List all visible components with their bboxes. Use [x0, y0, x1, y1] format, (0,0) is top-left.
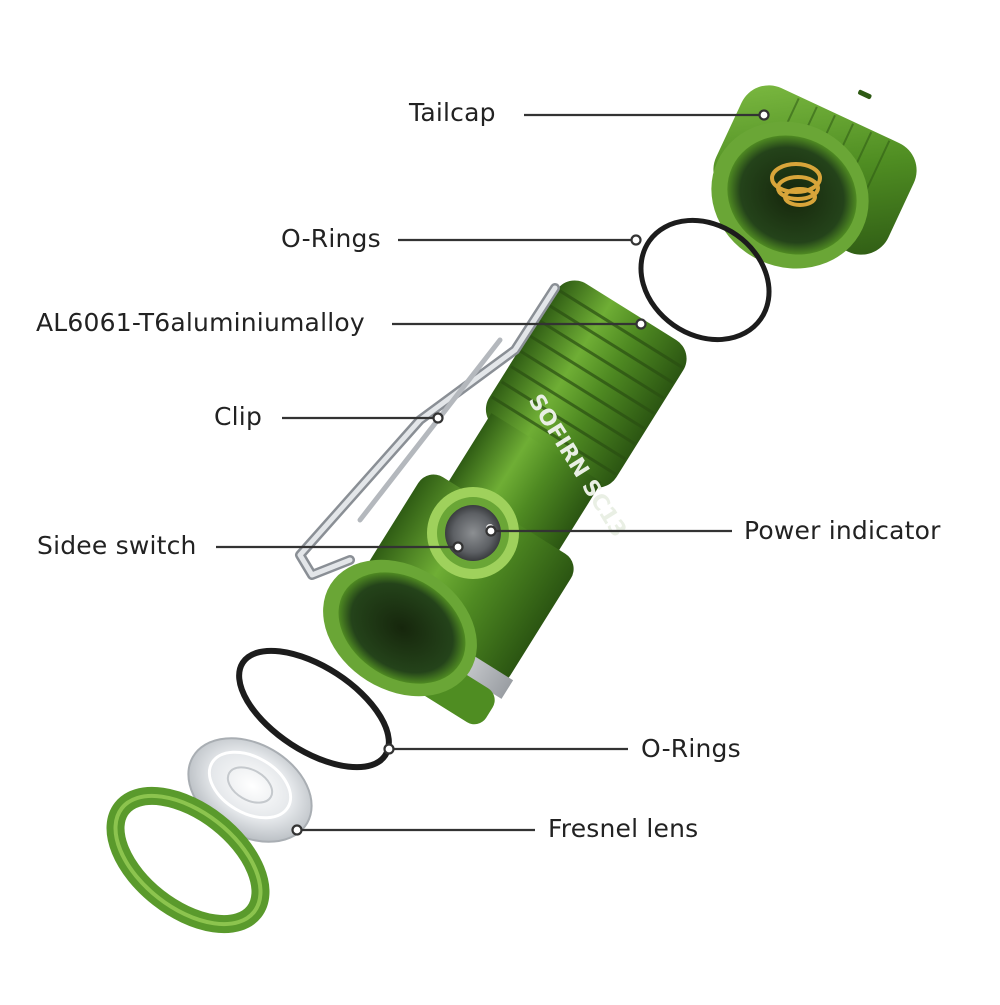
o-ring-top: [638, 217, 772, 343]
label-o-rings-bottom: O-Rings: [641, 734, 741, 763]
label-side-switch: Sidee switch: [37, 531, 197, 560]
o-ring-bottom: [236, 647, 392, 771]
flashlight-body: SOFIRN SC13: [323, 280, 687, 725]
leader-lines: [216, 109, 770, 836]
spring-icon: [770, 162, 822, 207]
label-alloy: AL6061-T6aluminiumalloy: [36, 308, 365, 337]
label-fresnel-lens: Fresnel lens: [548, 814, 699, 843]
side-switch-icon: [427, 487, 519, 579]
label-o-rings-top: O-Rings: [281, 224, 381, 253]
fresnel-lens-part: [187, 737, 313, 843]
label-clip: Clip: [214, 402, 263, 431]
label-tailcap: Tailcap: [409, 98, 496, 127]
label-power-indicator: Power indicator: [744, 516, 941, 545]
tailcap-part: [711, 85, 917, 269]
clip-part: [295, 283, 560, 580]
